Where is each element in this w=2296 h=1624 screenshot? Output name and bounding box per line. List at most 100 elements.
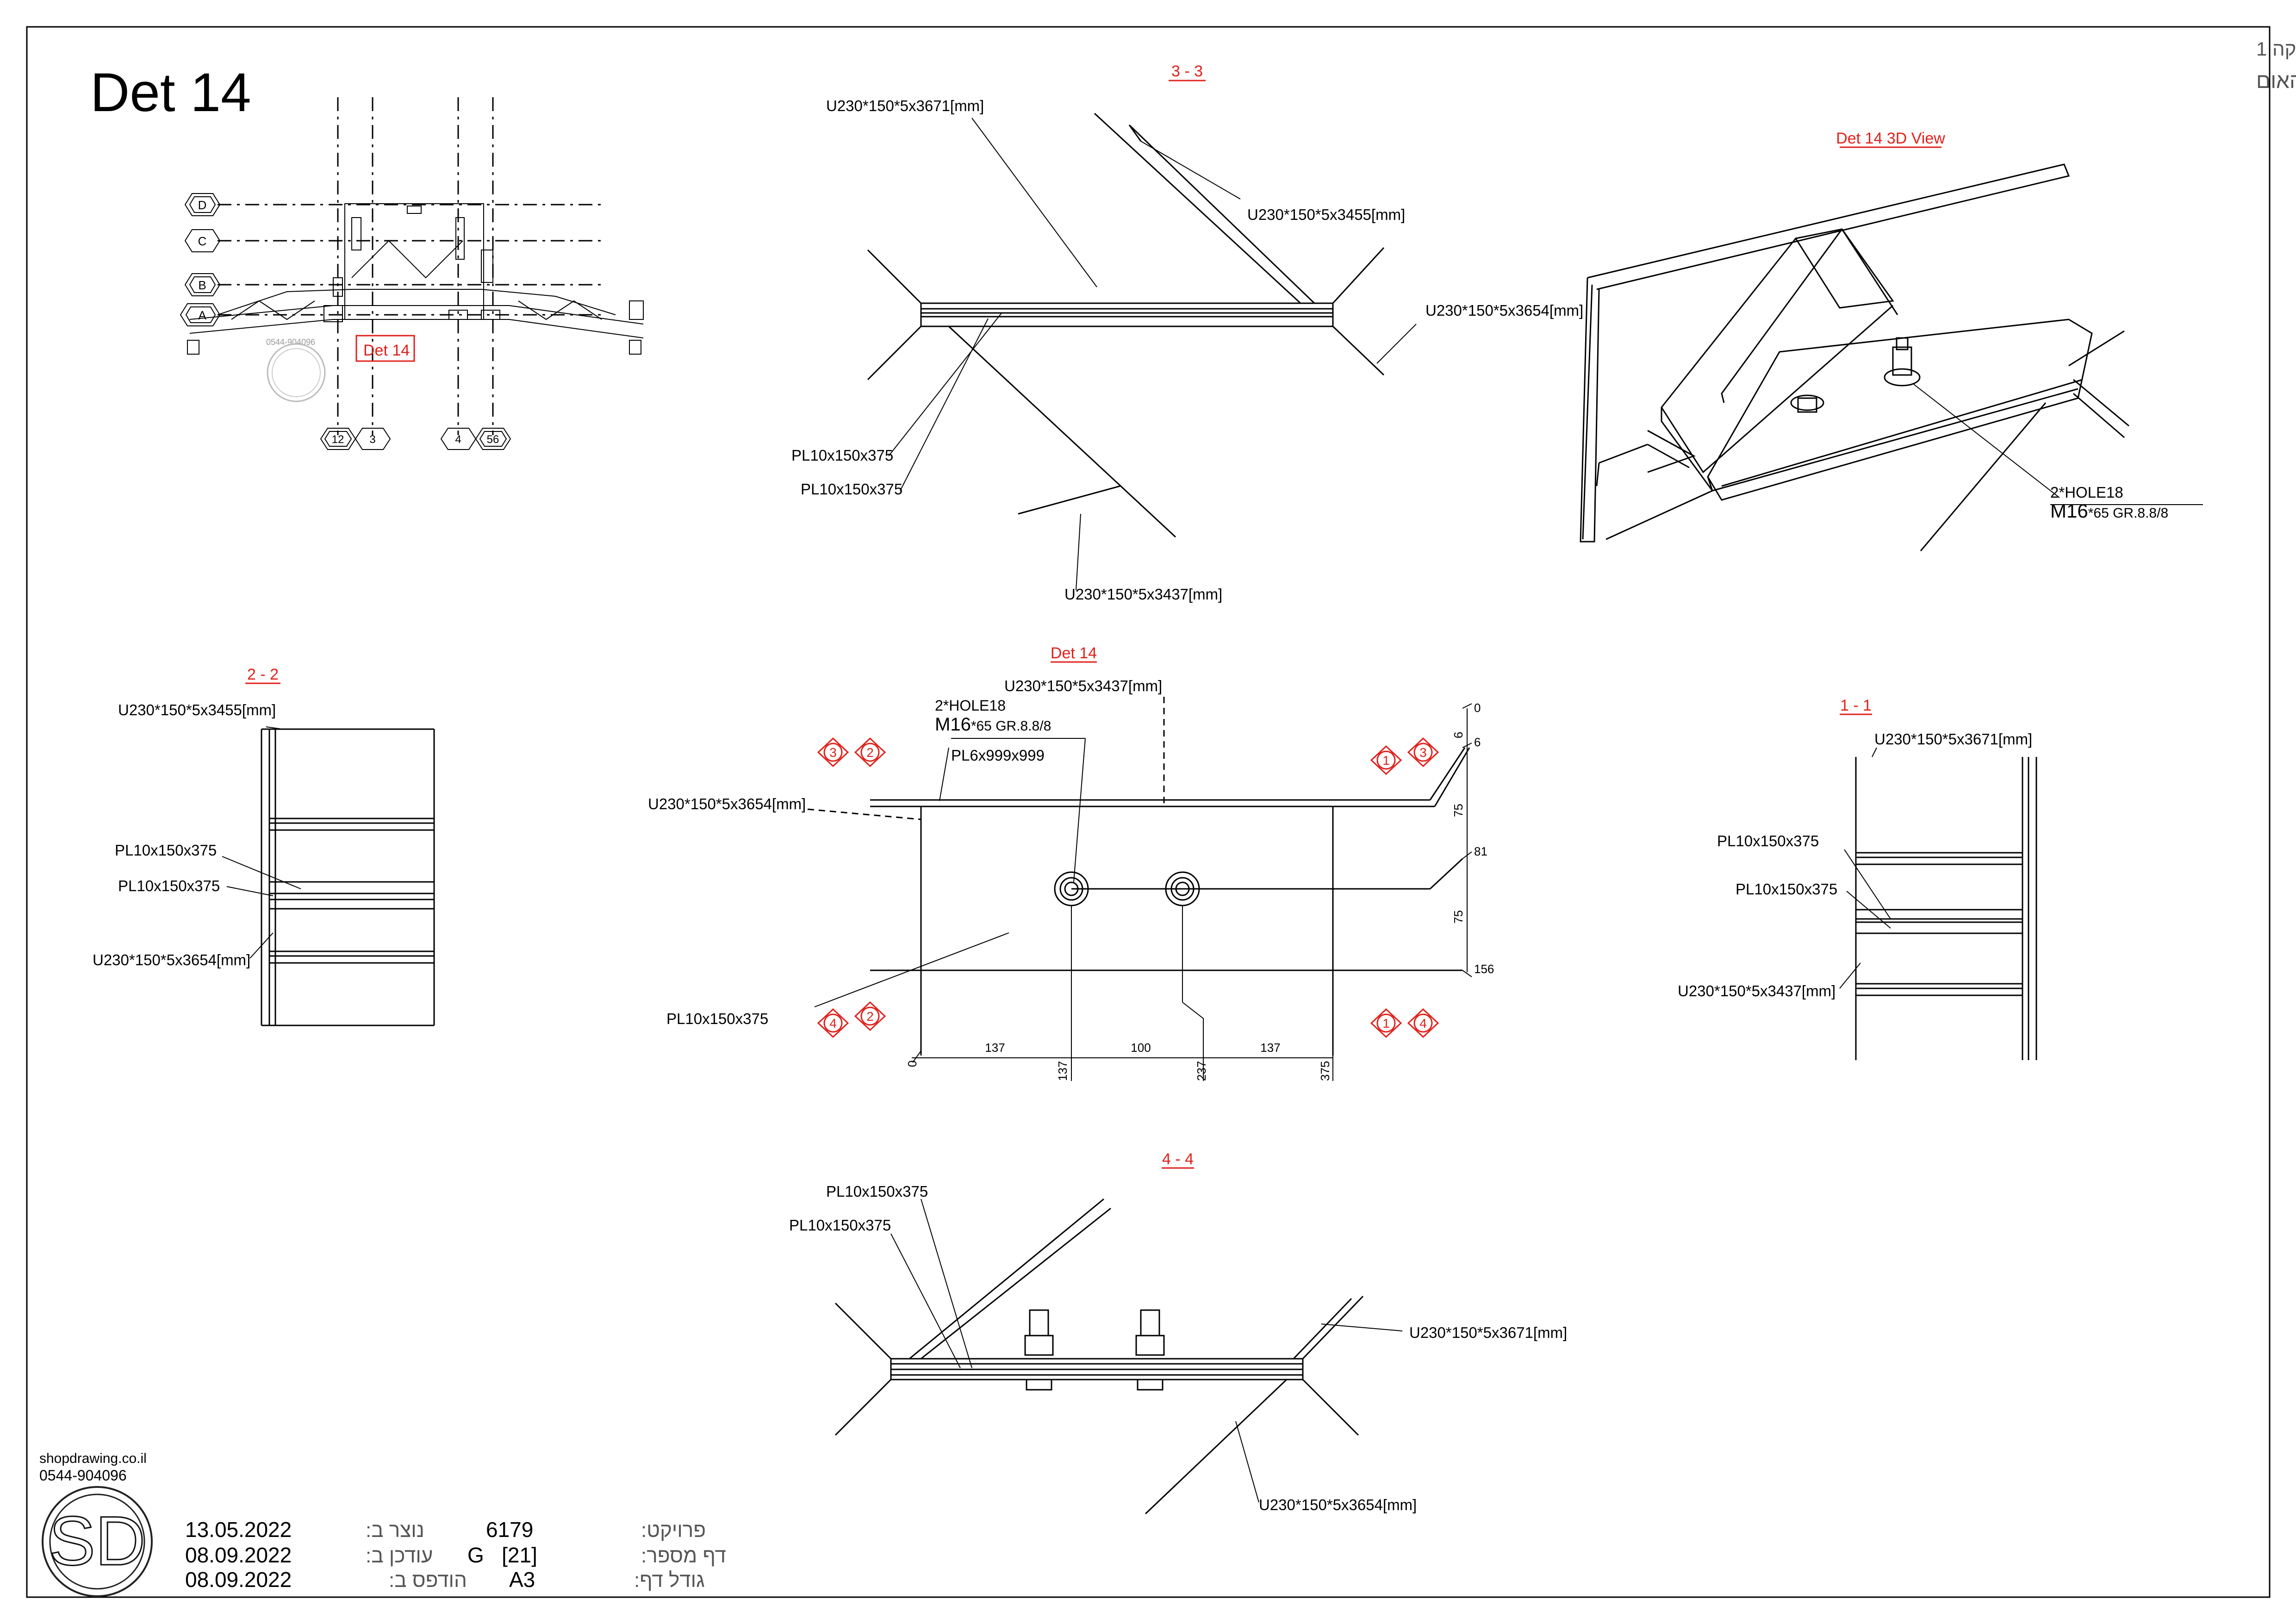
dim-vertical: 156 — [1474, 962, 1494, 976]
hole-label: 2*HOLE18 — [935, 697, 1006, 714]
weld-note: עובי ריתוך: מילאת 0.7 מהדק (כפחות 5) : ה… — [2256, 38, 2296, 60]
view-marker: 3 — [1407, 737, 1439, 768]
beam-label: U230*150*5x3654[mm] — [93, 951, 250, 968]
grid-col-label: 3 — [369, 433, 375, 446]
company-phone: 0544-904096 — [39, 1467, 127, 1484]
view-marker-number: 4 — [829, 1016, 837, 1031]
grid-row-label: C — [198, 234, 207, 248]
view-marker: 1 — [1370, 1008, 1402, 1038]
grid-col-marker-3: 3 — [355, 428, 391, 450]
view-marker: 2 — [854, 737, 886, 768]
detail-tag-box — [355, 335, 415, 362]
view-marker-number: 1 — [1382, 753, 1390, 768]
key-plan: D C B A 12 3 4 — [180, 97, 644, 450]
logo-letters: SD — [49, 1502, 145, 1580]
grid-row-marker-a: A — [180, 303, 221, 326]
beam-label: U230*150*5x3455[mm] — [1247, 206, 1405, 223]
beam-label: U230*150*5x3437[mm] — [1004, 677, 1162, 694]
created-label: נוצר ב: — [366, 1519, 424, 1542]
plate-label: PL6x999x999 — [951, 747, 1045, 764]
view-marker-number: 4 — [1419, 1016, 1427, 1031]
grid-row-label: B — [198, 278, 206, 292]
beam-label: U230*150*5x3654[mm] — [1425, 302, 1583, 319]
printed-label: הודפס ב: — [389, 1569, 467, 1592]
dim-ordinate: 237 — [1195, 1061, 1208, 1081]
keyplan-watermark-logo — [267, 343, 326, 402]
plate-label: PL10x150x375 — [791, 447, 893, 464]
bolt-label: M16*65 GR.8.8/8 — [935, 714, 1051, 735]
section-3-3: 3 - 3 U230*150*5x3671[mm] U230*150*5x345… — [791, 62, 1583, 603]
washer-note: דיסקית רגילה בצד ראש הבורג;דיסקית קפיצית… — [2256, 69, 2296, 93]
detail-tag-label: Det 14 — [363, 342, 410, 359]
dim-vertical: 0 — [1474, 701, 1481, 715]
grid-row-marker-b: B — [184, 273, 221, 296]
view-marker-number: 1 — [1382, 1016, 1390, 1031]
view-marker-number: 3 — [829, 745, 837, 760]
dim-horizontal: 137 — [1260, 1041, 1280, 1055]
grid-row-marker-d: D — [184, 193, 221, 216]
view-marker: 2 — [854, 1001, 886, 1031]
view-marker-number: 2 — [866, 745, 874, 760]
beam-label: U230*150*5x3671[mm] — [826, 97, 984, 114]
grid-col-label: 4 — [455, 433, 461, 446]
beam-label: U230*150*5x3437[mm] — [1678, 982, 1836, 999]
main-detail: Det 14 137 1 0 0 137 — [648, 644, 1494, 1081]
plate-label: PL10x150x375 — [1717, 832, 1819, 849]
keyplan-watermark-text: 0544-904096 — [266, 337, 315, 347]
grid-col-marker-56: 56 — [475, 428, 511, 450]
sheet-size: A3 — [509, 1568, 535, 1592]
section-title: 1 - 1 — [1840, 697, 1872, 714]
updated-date: 08.09.2022 — [185, 1543, 292, 1567]
section-1-1: 1 - 1 U230*150*5x3671[mm] PL10x150x375 P… — [1678, 697, 2037, 1060]
section-title: 2 - 2 — [247, 666, 279, 683]
bolt-size: M16 — [2050, 500, 2088, 522]
project-label: פרויקט: — [641, 1519, 706, 1542]
dim-vertical: 75 — [1451, 910, 1465, 924]
dim-vertical: 6 — [1451, 732, 1465, 738]
grid-row-label: A — [198, 308, 206, 322]
beam-label: U230*150*5x3437[mm] — [1064, 586, 1222, 603]
plate-label: PL10x150x375 — [666, 1010, 768, 1027]
view-marker-number: 2 — [866, 1009, 874, 1024]
plate-label: PL10x150x375 — [789, 1217, 891, 1234]
detail-title: Det 14 — [1051, 644, 1097, 662]
dim-horizontal: 137 — [985, 1041, 1005, 1055]
view-title: Det 14 3D View — [1836, 130, 1945, 147]
bolt-grade: *65 GR.8.8/8 — [2088, 506, 2168, 521]
dim-vertical: 81 — [1474, 844, 1487, 858]
dim-vertical: 75 — [1451, 804, 1465, 817]
sheet-border — [26, 26, 2271, 1598]
section-2-2: 2 - 2 U230*150*5x3455[mm] PL10x150x375 P… — [93, 666, 435, 1026]
dim-ordinate: 137 — [1056, 1061, 1070, 1081]
plate-label: PL10x150x375 — [801, 481, 902, 498]
sheet-number: G [21] — [467, 1543, 537, 1567]
sheet-number-label: דף מספר: — [641, 1544, 726, 1567]
dim-ordinate: 0 — [905, 1061, 919, 1067]
beam-label: U230*150*5x3671[mm] — [1409, 1324, 1567, 1341]
printed-date: 08.09.2022 — [185, 1568, 292, 1592]
created-date: 13.05.2022 — [185, 1518, 292, 1542]
plate-label: PL10x150x375 — [115, 842, 217, 859]
bolt-label: M16*65 GR.8.8/8 — [2050, 500, 2168, 522]
grid-col-marker-12: 12 — [320, 428, 356, 450]
sheet-size-label: גודל דף: — [634, 1569, 705, 1592]
grid-row-label: D — [198, 198, 207, 212]
section-4-4: 4 - 4 PL10x150x375 PL10x150x375 U230*150… — [789, 1150, 1567, 1515]
company-logo: SD — [42, 1486, 153, 1597]
grid-col-label: 56 — [487, 433, 499, 446]
title-block: shopdrawing.co.il 0544-904096 SD 13.05.2… — [39, 1451, 726, 1597]
beam-label: U230*150*5x3455[mm] — [118, 701, 276, 718]
updated-label: עודכן ב: — [366, 1544, 433, 1567]
plate-label: PL10x150x375 — [826, 1183, 928, 1200]
view-marker: 3 — [817, 737, 849, 768]
plate-label: PL10x150x375 — [118, 877, 220, 894]
bolt-size: M16 — [935, 714, 971, 735]
plate-label: PL10x150x375 — [1736, 881, 1837, 898]
detail-3d-view: Det 14 3D View 2*HOLE18 M16*65 GR.8.8/8 — [1580, 130, 2203, 551]
company-site: shopdrawing.co.il — [39, 1451, 147, 1466]
bolt-grade: *65 GR.8.8/8 — [971, 718, 1051, 734]
section-title: 3 - 3 — [1171, 62, 1203, 80]
dim-vertical: 6 — [1474, 735, 1481, 749]
view-marker: 4 — [817, 1008, 849, 1038]
view-marker-number: 3 — [1419, 745, 1427, 760]
